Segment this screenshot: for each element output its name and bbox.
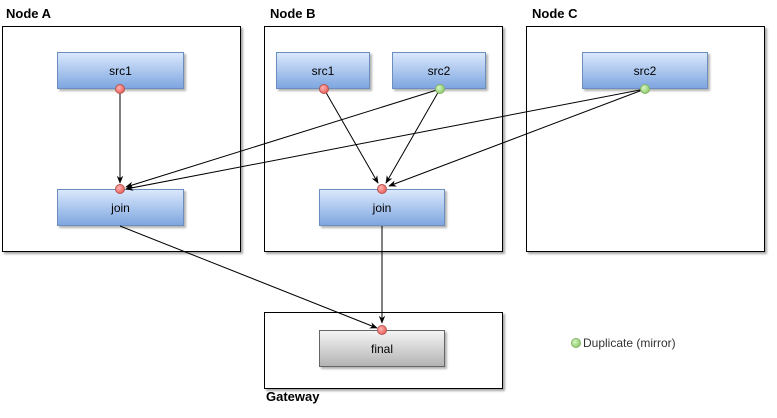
node-b-join-box[interactable]: join	[319, 189, 445, 226]
node-a-join-port	[115, 184, 125, 194]
node-b-src2-box[interactable]: src2	[392, 52, 486, 89]
node-a-src1-label: src1	[109, 63, 132, 78]
legend-mirror-marker	[571, 338, 581, 348]
edge-b-src2-to-a-join	[125, 88, 441, 188]
node-b-join-port	[377, 184, 387, 194]
edge-c-src2-to-a-join	[125, 88, 646, 191]
node-b-src1-box[interactable]: src1	[276, 52, 370, 89]
gateway-final-label: final	[370, 341, 393, 356]
gateway-final-port	[377, 325, 387, 335]
node-a-join-label: join	[111, 200, 130, 215]
node-b-join-label: join	[372, 200, 392, 215]
edge-b-src2-to-b-join	[385, 88, 441, 184]
node-b-src1-label: src1	[311, 63, 335, 78]
node-b-src2-mirror-port	[435, 84, 445, 94]
node-b-title: Node B	[270, 6, 316, 21]
edge-c-src2-to-b-join	[388, 88, 646, 187]
node-c-src2-label: src2	[633, 63, 657, 78]
node-c-src2-box[interactable]: src2	[582, 52, 708, 89]
edge-b-src1-to-b-join	[323, 88, 379, 184]
node-a-src1-port	[115, 84, 125, 94]
node-c-src2-mirror-port	[640, 84, 650, 94]
node-b-src1-port	[319, 84, 329, 94]
node-c-title: Node C	[532, 6, 578, 21]
edge-a-join-to-final	[119, 225, 378, 329]
node-a-title: Node A	[6, 6, 52, 21]
node-b-src2-label: src2	[427, 63, 451, 78]
node-a-join-box[interactable]: join	[57, 189, 184, 226]
gateway-title: Gateway	[266, 389, 320, 404]
legend-label: Duplicate (mirror)	[583, 336, 676, 350]
